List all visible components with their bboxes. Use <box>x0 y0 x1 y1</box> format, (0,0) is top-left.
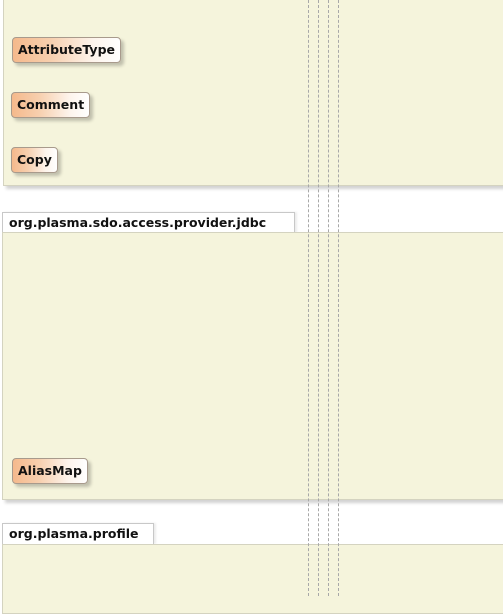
class-copy[interactable]: Copy <box>11 147 58 173</box>
package-tab-profile[interactable]: org.plasma.profile <box>2 523 154 544</box>
lifeline-3 <box>328 0 329 596</box>
lifeline-2 <box>318 0 319 596</box>
lifeline-4 <box>338 0 339 596</box>
lifeline-1 <box>308 0 309 596</box>
package-tab-jdbc[interactable]: org.plasma.sdo.access.provider.jdbc <box>2 212 295 233</box>
class-aliasmap[interactable]: AliasMap <box>12 458 88 484</box>
class-comment[interactable]: Comment <box>11 92 91 118</box>
package-body-profile <box>2 544 503 614</box>
package-body-jdbc <box>2 232 503 500</box>
class-attributetype[interactable]: AttributeType <box>12 37 121 63</box>
